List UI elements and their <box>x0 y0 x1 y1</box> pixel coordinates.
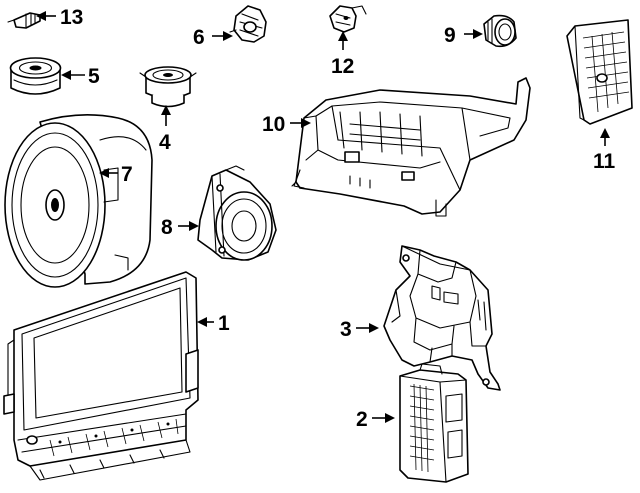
callout-6: 6 <box>193 26 205 49</box>
callout-3: 3 <box>340 318 352 341</box>
part-4-center-speaker[interactable] <box>139 66 197 108</box>
callout-1: 1 <box>218 312 230 335</box>
callout-12: 12 <box>331 55 354 78</box>
part-12-connector[interactable] <box>329 5 367 33</box>
part-8-speaker-housing[interactable] <box>197 165 277 261</box>
callout-11: 11 <box>593 150 616 173</box>
part-7-front-door-speaker[interactable] <box>4 114 153 288</box>
part-9-grommet[interactable] <box>483 14 517 48</box>
callout-numbers: 13 5 4 6 12 9 11 10 7 8 1 3 2 <box>60 6 616 431</box>
part-2-control-module[interactable] <box>399 363 469 483</box>
callout-13: 13 <box>60 6 83 29</box>
part-10-subwoofer-enclosure[interactable] <box>291 77 531 217</box>
callout-8: 8 <box>161 216 173 239</box>
part-1-display-radio[interactable] <box>3 271 199 481</box>
callout-9: 9 <box>444 24 456 47</box>
callout-10: 10 <box>262 113 285 136</box>
part-3-mounting-bracket[interactable] <box>383 245 501 391</box>
part-11-amplifier[interactable] <box>566 19 633 125</box>
part-13-connector[interactable] <box>7 12 41 29</box>
callout-7: 7 <box>121 163 133 186</box>
part-6-connector[interactable] <box>229 5 267 43</box>
callout-4: 4 <box>159 131 171 154</box>
callout-5: 5 <box>88 65 100 88</box>
part-5-tweeter-speaker[interactable] <box>9 57 62 95</box>
callout-2: 2 <box>356 408 368 431</box>
leader-lines <box>36 11 610 423</box>
